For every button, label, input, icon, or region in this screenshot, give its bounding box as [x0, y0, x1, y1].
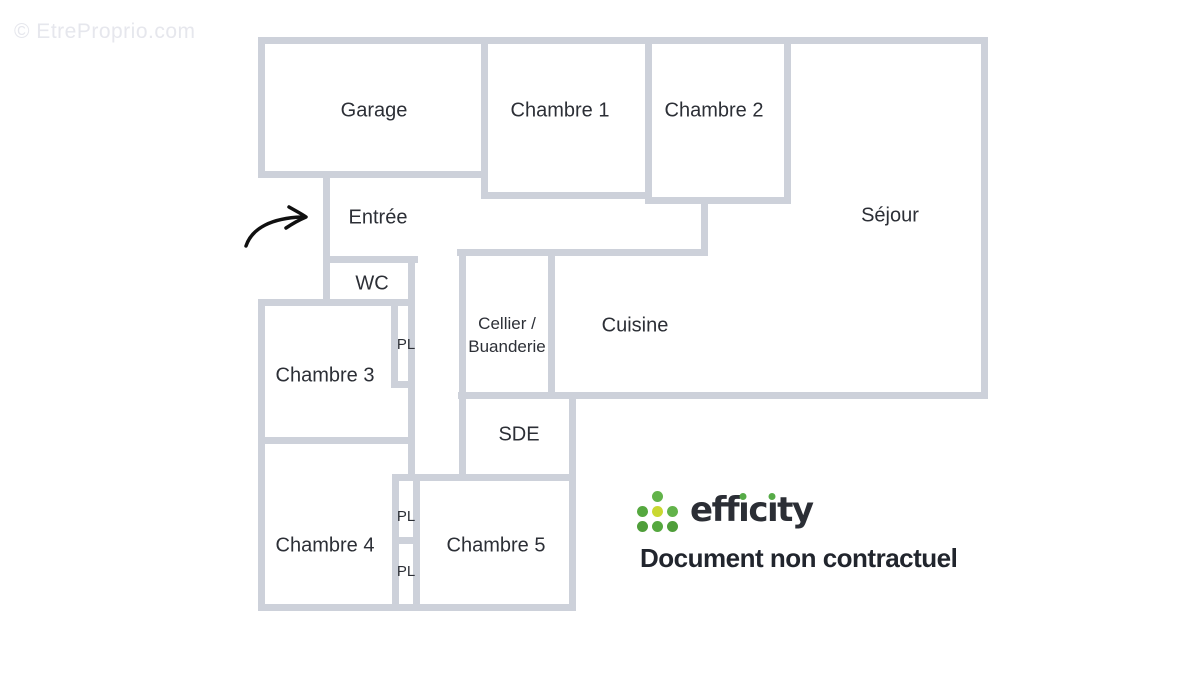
- room-label-pl-bas: PL: [396, 562, 416, 580]
- room-label-pl-chambre-3: PL: [396, 335, 416, 353]
- wall: [413, 474, 420, 611]
- wall: [323, 256, 418, 263]
- wall: [391, 299, 398, 388]
- wall: [645, 197, 791, 204]
- logo-i-dot-icon: [768, 493, 776, 500]
- wall: [258, 299, 415, 306]
- room-label-chambre-2: Chambre 2: [664, 99, 764, 122]
- wall: [457, 249, 708, 256]
- logo-dot-icon: [652, 506, 663, 517]
- wall: [458, 392, 988, 399]
- wall: [258, 171, 487, 178]
- wall: [323, 171, 330, 306]
- wall: [548, 249, 555, 399]
- room-label-cellier-buanderie: Cellier / Buanderie: [468, 314, 546, 356]
- wall: [391, 381, 415, 388]
- room-label-sde: SDE: [498, 423, 540, 446]
- efficity-logo-dots-icon: [637, 491, 678, 532]
- wall: [459, 392, 466, 481]
- wall: [392, 474, 399, 611]
- wall: [701, 197, 708, 256]
- wall: [981, 37, 988, 399]
- room-label-wc: WC: [355, 272, 389, 295]
- logo-dot-icon: [667, 506, 678, 517]
- room-label-chambre-5: Chambre 5: [446, 534, 546, 557]
- entrance-arrow-icon: [244, 205, 308, 248]
- room-label-chambre-4: Chambre 4: [275, 534, 375, 557]
- logo-dot-icon: [637, 521, 648, 532]
- wall: [569, 392, 576, 611]
- wall: [392, 537, 420, 544]
- room-label-sejour: Séjour: [861, 204, 919, 227]
- wall: [481, 192, 652, 199]
- logo-i-dot-icon: [739, 493, 747, 500]
- room-label-cuisine: Cuisine: [601, 314, 669, 337]
- room-label-garage: Garage: [340, 99, 408, 122]
- wall: [408, 256, 415, 481]
- room-label-chambre-1: Chambre 1: [510, 99, 610, 122]
- wall: [258, 37, 265, 178]
- logo-dot-icon: [652, 521, 663, 532]
- wall: [459, 249, 466, 399]
- wall: [258, 37, 988, 44]
- wall: [258, 437, 415, 444]
- disclaimer-text: Document non contractuel: [640, 543, 958, 573]
- wall: [784, 37, 791, 204]
- room-label-entree: Entrée: [348, 206, 408, 229]
- wall: [392, 474, 576, 481]
- wall: [481, 37, 488, 199]
- wall: [645, 37, 652, 204]
- room-label-chambre-3: Chambre 3: [275, 364, 375, 387]
- logo-dot-icon: [667, 521, 678, 532]
- wall: [258, 299, 265, 611]
- logo-dot-icon: [652, 491, 663, 502]
- logo-dot-icon: [637, 506, 648, 517]
- watermark: © EtreProprio.com: [14, 20, 196, 43]
- room-label-pl-haut: PL: [396, 507, 416, 525]
